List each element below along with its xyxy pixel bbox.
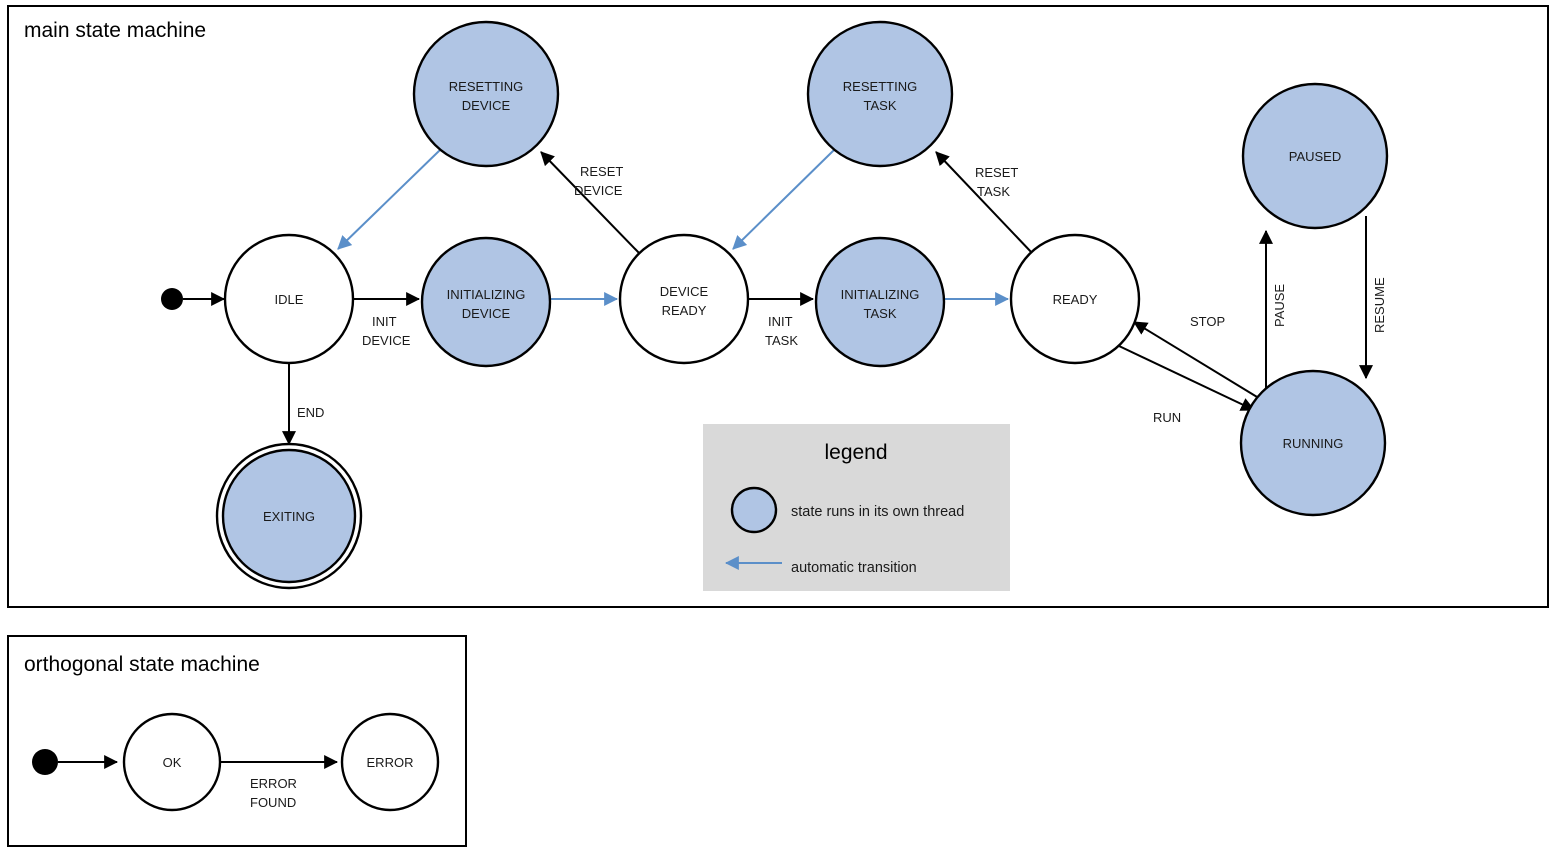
state-paused[interactable]: PAUSED bbox=[1241, 82, 1389, 230]
state-label-line2: READY bbox=[662, 303, 707, 318]
state-ok[interactable]: OK bbox=[122, 712, 222, 812]
initial-state-dot bbox=[161, 288, 183, 310]
final-state-outer-ring bbox=[215, 442, 363, 590]
state-label-line2: DEVICE bbox=[462, 306, 511, 321]
orthogonal-states-layer: OK ERROR bbox=[122, 712, 440, 812]
edge-label-line1: END bbox=[297, 405, 324, 420]
transition-ok-to-error[interactable]: ERROR FOUND bbox=[221, 755, 339, 810]
state-label-line1: DEVICE bbox=[660, 284, 709, 299]
state-shape bbox=[1241, 82, 1389, 230]
state-label: OK bbox=[163, 755, 182, 770]
edge-label-line1: INIT bbox=[768, 314, 793, 329]
edge-line bbox=[732, 149, 835, 250]
state-shape bbox=[618, 233, 750, 365]
state-error[interactable]: ERROR bbox=[340, 712, 440, 812]
edge-label-line1: INIT bbox=[372, 314, 397, 329]
state-shape bbox=[221, 448, 357, 584]
transition-start-to-idle[interactable] bbox=[161, 288, 226, 310]
legend-title: legend bbox=[824, 441, 887, 464]
legend-item-label: automatic transition bbox=[791, 560, 917, 576]
edge-line bbox=[540, 151, 641, 255]
transition-running-to-paused[interactable]: PAUSE bbox=[1259, 229, 1287, 389]
edge-line bbox=[1133, 321, 1263, 401]
orthogonal-state-machine-frame: orthogonal state machine bbox=[7, 635, 467, 847]
edge-line bbox=[1118, 345, 1256, 411]
edge-label-line2: FOUND bbox=[250, 795, 296, 810]
transition-ready-to-resetting-task[interactable]: RESET TASK bbox=[935, 151, 1034, 255]
edge-label-line1: RESET bbox=[975, 165, 1018, 180]
state-shape bbox=[340, 712, 440, 812]
edge-label-line1: RUN bbox=[1153, 410, 1181, 425]
edge-line bbox=[935, 151, 1034, 255]
state-shape bbox=[1239, 369, 1387, 517]
transition-idle-to-initializing-device[interactable]: INIT DEVICE bbox=[353, 292, 421, 348]
transition-start-to-ok[interactable] bbox=[32, 749, 119, 775]
edge-label-line1: STOP bbox=[1190, 314, 1225, 329]
main-states-layer: IDLE RESETTING DEVICE INITIALIZING DEVIC… bbox=[215, 20, 1389, 590]
transition-device-ready-to-resetting-device[interactable]: RESET DEVICE bbox=[540, 151, 641, 255]
state-device-ready[interactable]: DEVICE READY bbox=[618, 233, 750, 365]
edge-label-line1: ERROR bbox=[250, 776, 297, 791]
state-shape bbox=[420, 236, 552, 368]
edge-label-line1: PAUSE bbox=[1272, 284, 1287, 327]
edge-line bbox=[337, 149, 441, 250]
legend-item-automatic-transition: automatic transition bbox=[724, 556, 917, 576]
state-shape bbox=[412, 20, 560, 168]
orthogonal-frame-title: orthogonal state machine bbox=[24, 653, 260, 676]
state-running[interactable]: RUNNING bbox=[1239, 369, 1387, 517]
state-resetting-task[interactable]: RESETTING TASK bbox=[806, 20, 954, 168]
main-frame-border bbox=[7, 5, 1549, 608]
state-label-line1: RUNNING bbox=[1283, 436, 1344, 451]
state-shape bbox=[122, 712, 222, 812]
state-exiting[interactable]: EXITING bbox=[215, 442, 363, 590]
state-label-line2: TASK bbox=[864, 306, 897, 321]
legend-item-threaded-state: state runs in its own thread bbox=[730, 486, 964, 534]
legend-item-label: state runs in its own thread bbox=[791, 504, 964, 520]
state-shape bbox=[223, 233, 355, 365]
state-label-line1: EXITING bbox=[263, 509, 315, 524]
state-label-line1: IDLE bbox=[275, 292, 304, 307]
transition-paused-to-running[interactable]: RESUME bbox=[1359, 216, 1387, 380]
edge-label-line2: TASK bbox=[765, 333, 798, 348]
state-initializing-device[interactable]: INITIALIZING DEVICE bbox=[420, 236, 552, 368]
state-shape bbox=[806, 20, 954, 168]
edge-label-line2: DEVICE bbox=[362, 333, 411, 348]
edge-label-line2: TASK bbox=[977, 184, 1010, 199]
state-label-line1: RESETTING bbox=[449, 79, 523, 94]
state-label-line2: TASK bbox=[864, 98, 897, 113]
state-idle[interactable]: IDLE bbox=[223, 233, 355, 365]
state-label-line1: INITIALIZING bbox=[841, 287, 920, 302]
transition-running-to-ready[interactable]: STOP bbox=[1133, 314, 1263, 401]
legend: legend state runs in its own thread auto… bbox=[703, 424, 1010, 591]
edge-label-line1: RESET bbox=[580, 164, 623, 179]
state-resetting-device[interactable]: RESETTING DEVICE bbox=[412, 20, 560, 168]
state-label-line1: READY bbox=[1053, 292, 1098, 307]
state-shape bbox=[814, 236, 946, 368]
edge-label-line2: DEVICE bbox=[574, 183, 623, 198]
transition-resetting-task-to-device-ready[interactable] bbox=[732, 149, 835, 250]
state-label-line2: DEVICE bbox=[462, 98, 511, 113]
state-label-line1: RESETTING bbox=[843, 79, 917, 94]
state-shape bbox=[1009, 233, 1141, 365]
transition-ready-to-running[interactable]: RUN bbox=[1118, 345, 1256, 425]
edge-label-line1: RESUME bbox=[1372, 277, 1387, 333]
orthogonal-transitions-layer: ERROR FOUND bbox=[32, 749, 339, 810]
main-state-machine-frame: main state machine bbox=[7, 5, 1549, 608]
state-label-line1: INITIALIZING bbox=[447, 287, 526, 302]
main-transitions-layer: INIT DEVICE RESET DEVICE INIT TASK bbox=[161, 149, 1387, 446]
orthogonal-frame-border bbox=[7, 635, 467, 847]
state-initializing-task[interactable]: INITIALIZING TASK bbox=[814, 236, 946, 368]
transition-device-ready-to-initializing-task[interactable]: INIT TASK bbox=[748, 292, 815, 348]
state-label-line1: PAUSED bbox=[1289, 149, 1342, 164]
transition-resetting-device-to-idle[interactable] bbox=[337, 149, 441, 250]
state-ready[interactable]: READY bbox=[1009, 233, 1141, 365]
main-frame-title: main state machine bbox=[24, 19, 206, 42]
transition-idle-to-exiting[interactable]: END bbox=[282, 364, 324, 446]
threaded-state-swatch-icon bbox=[730, 486, 778, 534]
initial-state-dot bbox=[32, 749, 58, 775]
state-label: ERROR bbox=[367, 755, 414, 770]
